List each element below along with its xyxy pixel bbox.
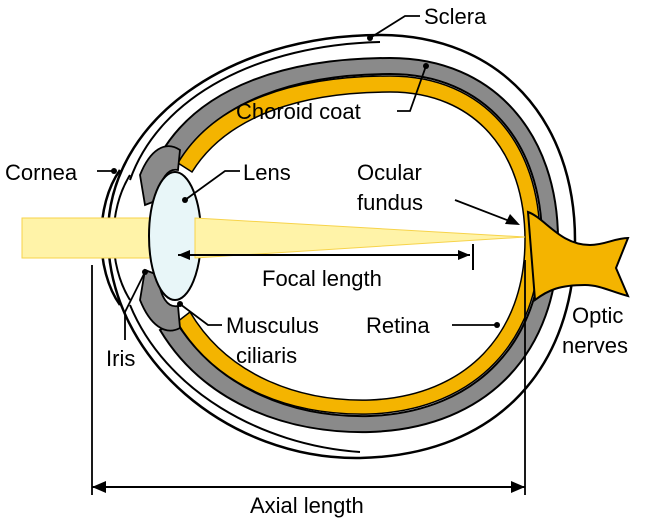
sclera-leader-dot <box>367 35 373 41</box>
optic-nerve <box>526 210 630 302</box>
label-ocular-line2: fundus <box>357 190 423 215</box>
label-musculus-line2: ciliaris <box>236 343 297 368</box>
label-lens: Lens <box>243 160 291 185</box>
label-choroid-coat: Choroid coat <box>236 99 361 124</box>
focal-arrow-left <box>178 250 190 260</box>
iris-leader-dot <box>142 269 148 275</box>
lens-leader-dot <box>182 197 188 203</box>
label-ocular-line1: Ocular <box>357 160 422 185</box>
focal-arrow-right <box>458 250 470 260</box>
label-optic-line1: Optic <box>572 303 623 328</box>
incoming-light-beam <box>21 217 158 259</box>
label-iris: Iris <box>106 346 135 371</box>
lens <box>148 171 202 301</box>
ocular-fundus-arrow <box>505 214 520 225</box>
musculus-leader-dot <box>177 301 183 307</box>
choroid-leader-dot <box>423 63 429 69</box>
label-focal-length: Focal length <box>262 266 382 291</box>
label-retina: Retina <box>366 313 430 338</box>
axial-arrow-right <box>511 481 525 493</box>
label-musculus-line1: Musculus <box>226 313 319 338</box>
retina-leader-dot <box>494 322 500 328</box>
lens-leader <box>184 170 240 201</box>
label-sclera: Sclera <box>424 4 487 29</box>
cornea-leader-dot <box>111 168 117 174</box>
label-axial-length: Axial length <box>250 493 364 518</box>
musculus-leader <box>179 303 222 326</box>
iris-leader <box>124 271 146 340</box>
focused-light-cone <box>194 217 526 259</box>
sclera-top-shell <box>129 41 381 181</box>
sclera-leader <box>369 15 420 39</box>
choroid-layer <box>158 56 560 434</box>
ocular-fundus-leader <box>454 199 513 223</box>
label-optic-line2: nerves <box>562 333 628 358</box>
sclera-bottom-shell <box>129 304 361 453</box>
label-cornea: Cornea <box>5 160 78 185</box>
axial-arrow-left <box>92 481 106 493</box>
choroid-leader <box>397 65 427 112</box>
